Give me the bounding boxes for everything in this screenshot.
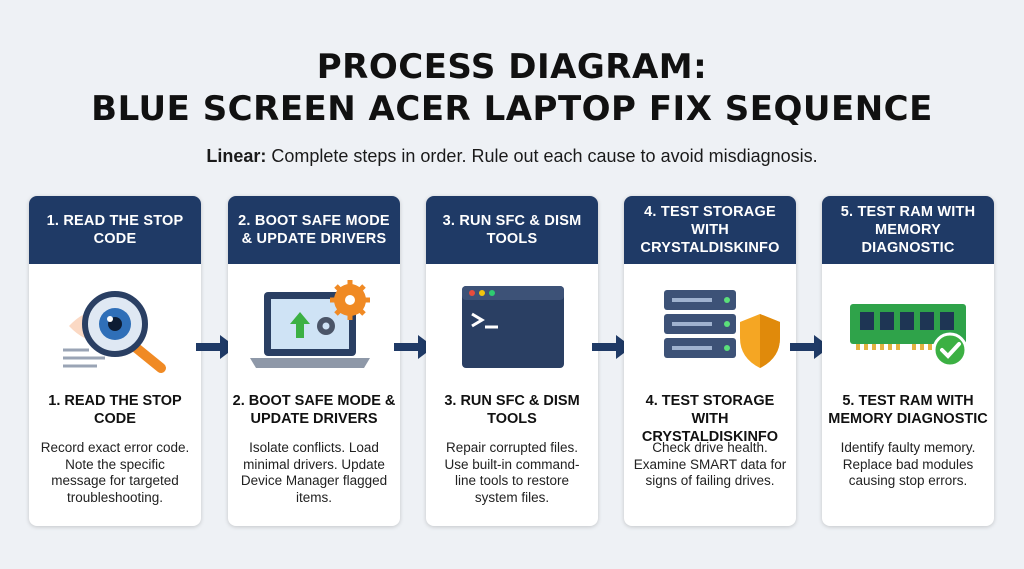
step-title-3: 3. RUN SFC & DISM TOOLS [444, 393, 580, 427]
step-title-5: 5. TEST RAM WITH MEMORY DIAGNOSTIC [828, 393, 988, 427]
step-card-1: 1. READ THE STOP CODE 1. READ THE STOP C… [29, 196, 201, 526]
step-title-2: 2. BOOT SAFE MODE & UPDATE DRIVERS [232, 393, 396, 427]
ram-check-icon [850, 304, 968, 368]
magnifier-eye-icon [63, 291, 166, 373]
title-line-2: BLUE SCREEN ACER LAPTOP FIX SEQUENCE [91, 89, 933, 129]
step-header-4: 4. TEST STORAGE WITH CRYSTALDISKINFO [624, 196, 796, 264]
arrow-right-icon [394, 335, 434, 359]
laptop-update-icon [250, 280, 370, 368]
step-desc-3: Repair corrupted files. Use built-in com… [444, 440, 580, 505]
step-card-5: 5. TEST RAM WITH MEMORY DIAGNOSTIC 5. TE… [822, 196, 994, 526]
step-header-3: 3. RUN SFC & DISM TOOLS [426, 196, 598, 264]
step-header-2: 2. BOOT SAFE MODE & UPDATE DRIVERS [228, 196, 400, 264]
step-header-1: 1. READ THE STOP CODE [29, 196, 201, 264]
subtitle: Linear: Complete steps in order. Rule ou… [0, 146, 1024, 167]
storage-shield-icon [664, 290, 780, 368]
subtitle-bold: Linear: [206, 146, 267, 166]
terminal-icon [462, 286, 564, 368]
step-desc-4: Check drive health. Examine SMART data f… [633, 440, 787, 488]
step-desc-1: Record exact error code. Note the specif… [40, 440, 190, 505]
subtitle-text: Complete steps in order. Rule out each c… [266, 146, 818, 166]
step-title-1: 1. READ THE STOP CODE [48, 393, 182, 427]
arrow-right-icon [790, 335, 830, 359]
step-card-2: 2. BOOT SAFE MODE & UPDATE DRIVERS 2. BO… [228, 196, 400, 526]
title-line-1: PROCESS DIAGRAM: [316, 47, 708, 87]
step-header-5: 5. TEST RAM WITH MEMORY DIAGNOSTIC [822, 196, 994, 264]
arrow-right-icon [196, 335, 236, 359]
step-desc-5: Identify faulty memory. Replace bad modu… [840, 440, 976, 488]
step-desc-2: Isolate conflicts. Load minimal drivers.… [240, 440, 388, 505]
page-title: PROCESS DIAGRAM: BLUE SCREEN ACER LAPTOP… [0, 46, 1024, 130]
step-card-4: 4. TEST STORAGE WITH CRYSTALDISKINFO 4. … [624, 196, 796, 526]
arrow-right-icon [592, 335, 632, 359]
step-card-3: 3. RUN SFC & DISM TOOLS 3. RUN SFC & DIS… [426, 196, 598, 526]
step-title-4: 4. TEST STORAGE WITH CRYSTALDISKINFO [641, 393, 779, 445]
